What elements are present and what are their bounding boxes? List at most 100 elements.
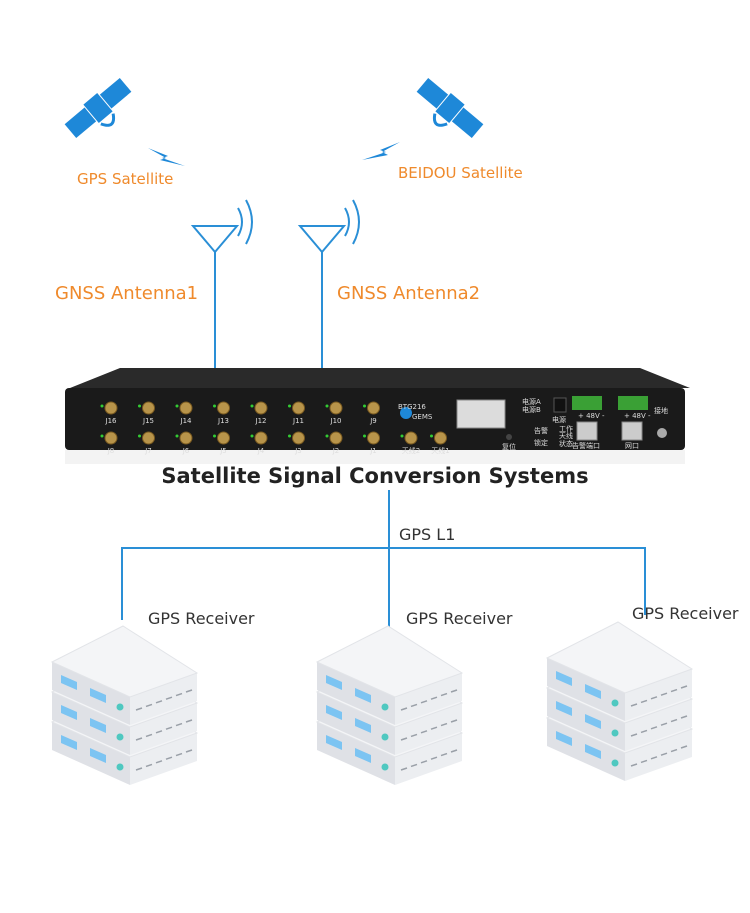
port-5-label: J3 <box>294 447 302 455</box>
port-led <box>325 404 329 408</box>
reset-button[interactable] <box>506 434 512 440</box>
port-0-label: J8 <box>107 447 115 455</box>
status-label: 状态 <box>559 439 573 448</box>
port-led <box>138 404 141 408</box>
power-switch-label: 电源 <box>552 415 566 424</box>
gnss-antenna1-icon <box>190 199 253 370</box>
server-unit-icon <box>315 625 464 725</box>
port-led <box>100 404 104 408</box>
alarm-port[interactable] <box>576 421 598 441</box>
receiver-label-3: GPS Receiver <box>632 604 739 623</box>
power-a-label: 电源A <box>522 397 541 406</box>
port-led <box>430 434 433 438</box>
port-j10[interactable] <box>329 401 343 415</box>
port-led <box>213 404 216 408</box>
port-j11-label: J11 <box>292 417 304 425</box>
port-led <box>100 434 104 438</box>
psu1-label: + 48V - <box>578 412 605 420</box>
port-9[interactable] <box>434 431 447 445</box>
port-2[interactable] <box>179 431 193 445</box>
port-6[interactable] <box>329 431 343 445</box>
network-port[interactable] <box>621 421 643 441</box>
ground-screw <box>657 428 667 438</box>
beidou-satellite-label: BEIDOU Satellite <box>398 164 523 182</box>
antenna-label: 天线 <box>559 431 573 440</box>
beidou-signal-icon <box>362 142 400 160</box>
distribution-lines <box>121 490 646 640</box>
brand-logo <box>400 407 412 419</box>
port-j15-label: J15 <box>142 417 154 425</box>
alarm-port-label: 告警端口 <box>572 441 600 450</box>
lock-label: 锁定 <box>534 438 548 447</box>
port-0[interactable] <box>104 431 118 445</box>
port-6-label: J2 <box>332 447 340 455</box>
port-8-label: 天线2 <box>402 446 420 455</box>
psu2-connector <box>618 396 648 410</box>
port-j11[interactable] <box>292 401 305 415</box>
port-j13-label: J13 <box>217 417 229 425</box>
port-led <box>138 434 141 438</box>
power-switch[interactable] <box>553 397 567 413</box>
ground-label: 接地 <box>654 406 668 415</box>
port-j12-label: J12 <box>255 417 267 425</box>
antenna1-label: GNSS Antenna1 <box>55 283 199 304</box>
lcd-display <box>456 399 506 429</box>
net-port-label: 网口 <box>625 442 639 450</box>
port-1-label: J7 <box>144 447 152 455</box>
gps-signal-icon <box>148 148 185 166</box>
port-j9[interactable] <box>367 401 380 415</box>
server-unit-icon <box>545 621 694 721</box>
antenna2-label: GNSS Antenna2 <box>337 283 481 304</box>
port-1[interactable] <box>142 431 155 445</box>
port-4[interactable] <box>254 431 268 445</box>
alarm-label: 告警 <box>534 426 548 435</box>
psu2-label: + 48V - <box>624 412 651 420</box>
gps-satellite-label: GPS Satellite <box>77 170 174 188</box>
port-j13[interactable] <box>217 401 230 415</box>
port-9-label: 天线1 <box>431 446 449 455</box>
port-j16[interactable] <box>104 401 118 415</box>
port-j10-label: J10 <box>330 417 342 425</box>
port-2-label: J6 <box>182 447 190 455</box>
port-led <box>213 434 216 438</box>
port-led <box>288 404 291 408</box>
brand-label: GEMS <box>412 413 433 421</box>
port-3-label: J5 <box>219 447 227 455</box>
port-led <box>363 404 366 408</box>
psu1-connector <box>572 396 602 410</box>
port-j14[interactable] <box>179 401 193 415</box>
port-7[interactable] <box>367 431 380 445</box>
port-3[interactable] <box>217 431 230 445</box>
beidou-satellite-icon <box>416 77 484 139</box>
port-led <box>288 434 291 438</box>
gps-receiver-3 <box>545 621 694 781</box>
port-j16-label: J16 <box>105 417 118 425</box>
port-led <box>400 434 404 438</box>
port-led <box>250 434 254 438</box>
gnss-antenna2-icon <box>297 199 360 370</box>
receiver-label-1: GPS Receiver <box>148 609 255 628</box>
port-8[interactable] <box>404 431 418 445</box>
port-j9-label: J9 <box>369 417 377 425</box>
signal-label: GPS L1 <box>399 525 456 544</box>
port-7-label: J1 <box>369 447 377 455</box>
port-led <box>175 404 179 408</box>
reset-label: 复位 <box>502 442 516 451</box>
gps-satellite-icon <box>64 77 132 139</box>
receiver-label-2: GPS Receiver <box>406 609 513 628</box>
port-j15[interactable] <box>142 401 155 415</box>
work-label: 工作 <box>559 424 573 433</box>
port-5[interactable] <box>292 431 305 445</box>
port-led <box>325 434 329 438</box>
model-label: BTG216 <box>398 403 426 411</box>
port-j12[interactable] <box>254 401 268 415</box>
device-title: Satellite Signal Conversion Systems <box>161 464 589 488</box>
port-led <box>175 434 179 438</box>
server-unit-icon <box>50 625 199 725</box>
port-led <box>250 404 254 408</box>
gps-receiver-1 <box>50 625 199 785</box>
port-j14-label: J14 <box>180 417 193 425</box>
